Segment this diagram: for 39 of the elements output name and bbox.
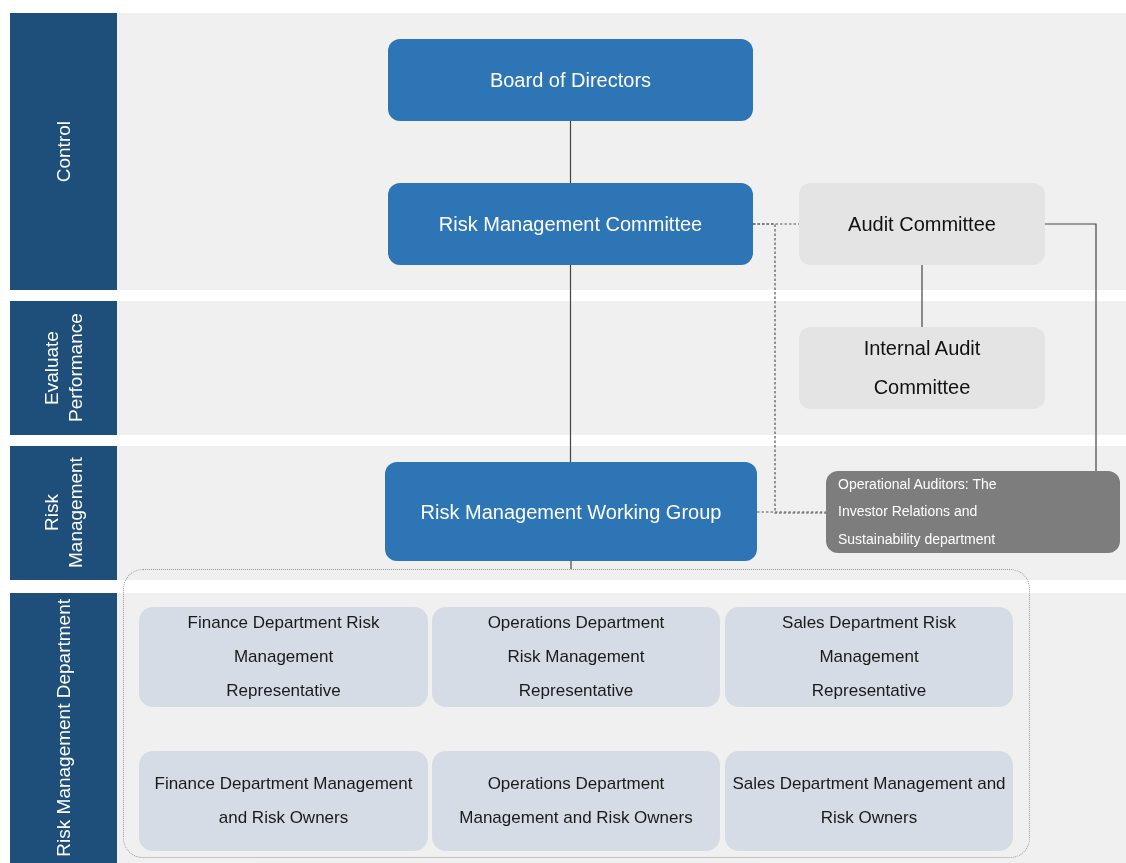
section-title: Control xyxy=(51,120,75,183)
department-box xyxy=(725,751,1013,851)
connector-line xyxy=(569,264,572,463)
committee-box xyxy=(799,327,1045,409)
box-label: Risk Management Working Group xyxy=(420,499,722,525)
box-label: Finance Department Management and Risk Owners xyxy=(153,773,414,829)
box-label: Sales Department Risk Management Representative xyxy=(781,612,957,702)
connector-line xyxy=(569,120,572,184)
department-box xyxy=(139,751,428,851)
box-label: Operational Auditors: The Investor Relations and Sustainability department xyxy=(838,475,998,549)
box-label: Operations Department Management and Risk Owners xyxy=(458,773,694,829)
box-label: Sales Department Management and Risk Owners xyxy=(731,773,1007,829)
committee-box xyxy=(388,39,753,121)
department-box xyxy=(725,607,1013,707)
dotted-connector xyxy=(752,223,827,514)
box-label: Risk Management Committee xyxy=(438,212,703,237)
department-box xyxy=(432,751,720,851)
section-title: Risk Management xyxy=(39,456,87,571)
section-title: Evaluate Performance xyxy=(39,312,87,425)
section-label xyxy=(10,301,117,435)
box-label: Operations Department Risk Management Representative xyxy=(486,612,666,702)
auditor-box xyxy=(826,471,1120,553)
box-label: Audit Committee xyxy=(848,211,996,237)
committee-box xyxy=(799,183,1045,265)
department-box xyxy=(432,607,720,707)
connector-line xyxy=(921,264,923,328)
committee-box xyxy=(385,462,757,561)
connector-line xyxy=(570,560,572,570)
connector-line xyxy=(1044,223,1097,472)
dotted-connector xyxy=(756,511,827,513)
box-label: Finance Department Risk Management Representative xyxy=(186,612,381,702)
committee-box xyxy=(388,183,753,265)
department-box xyxy=(139,607,428,707)
section-title: Risk Management Department xyxy=(51,599,75,857)
section-label xyxy=(10,446,117,580)
box-label: Board of Directors xyxy=(489,68,652,93)
box-label: Internal Audit Committee xyxy=(862,336,982,400)
section-label xyxy=(10,13,117,290)
section-label xyxy=(10,593,117,863)
